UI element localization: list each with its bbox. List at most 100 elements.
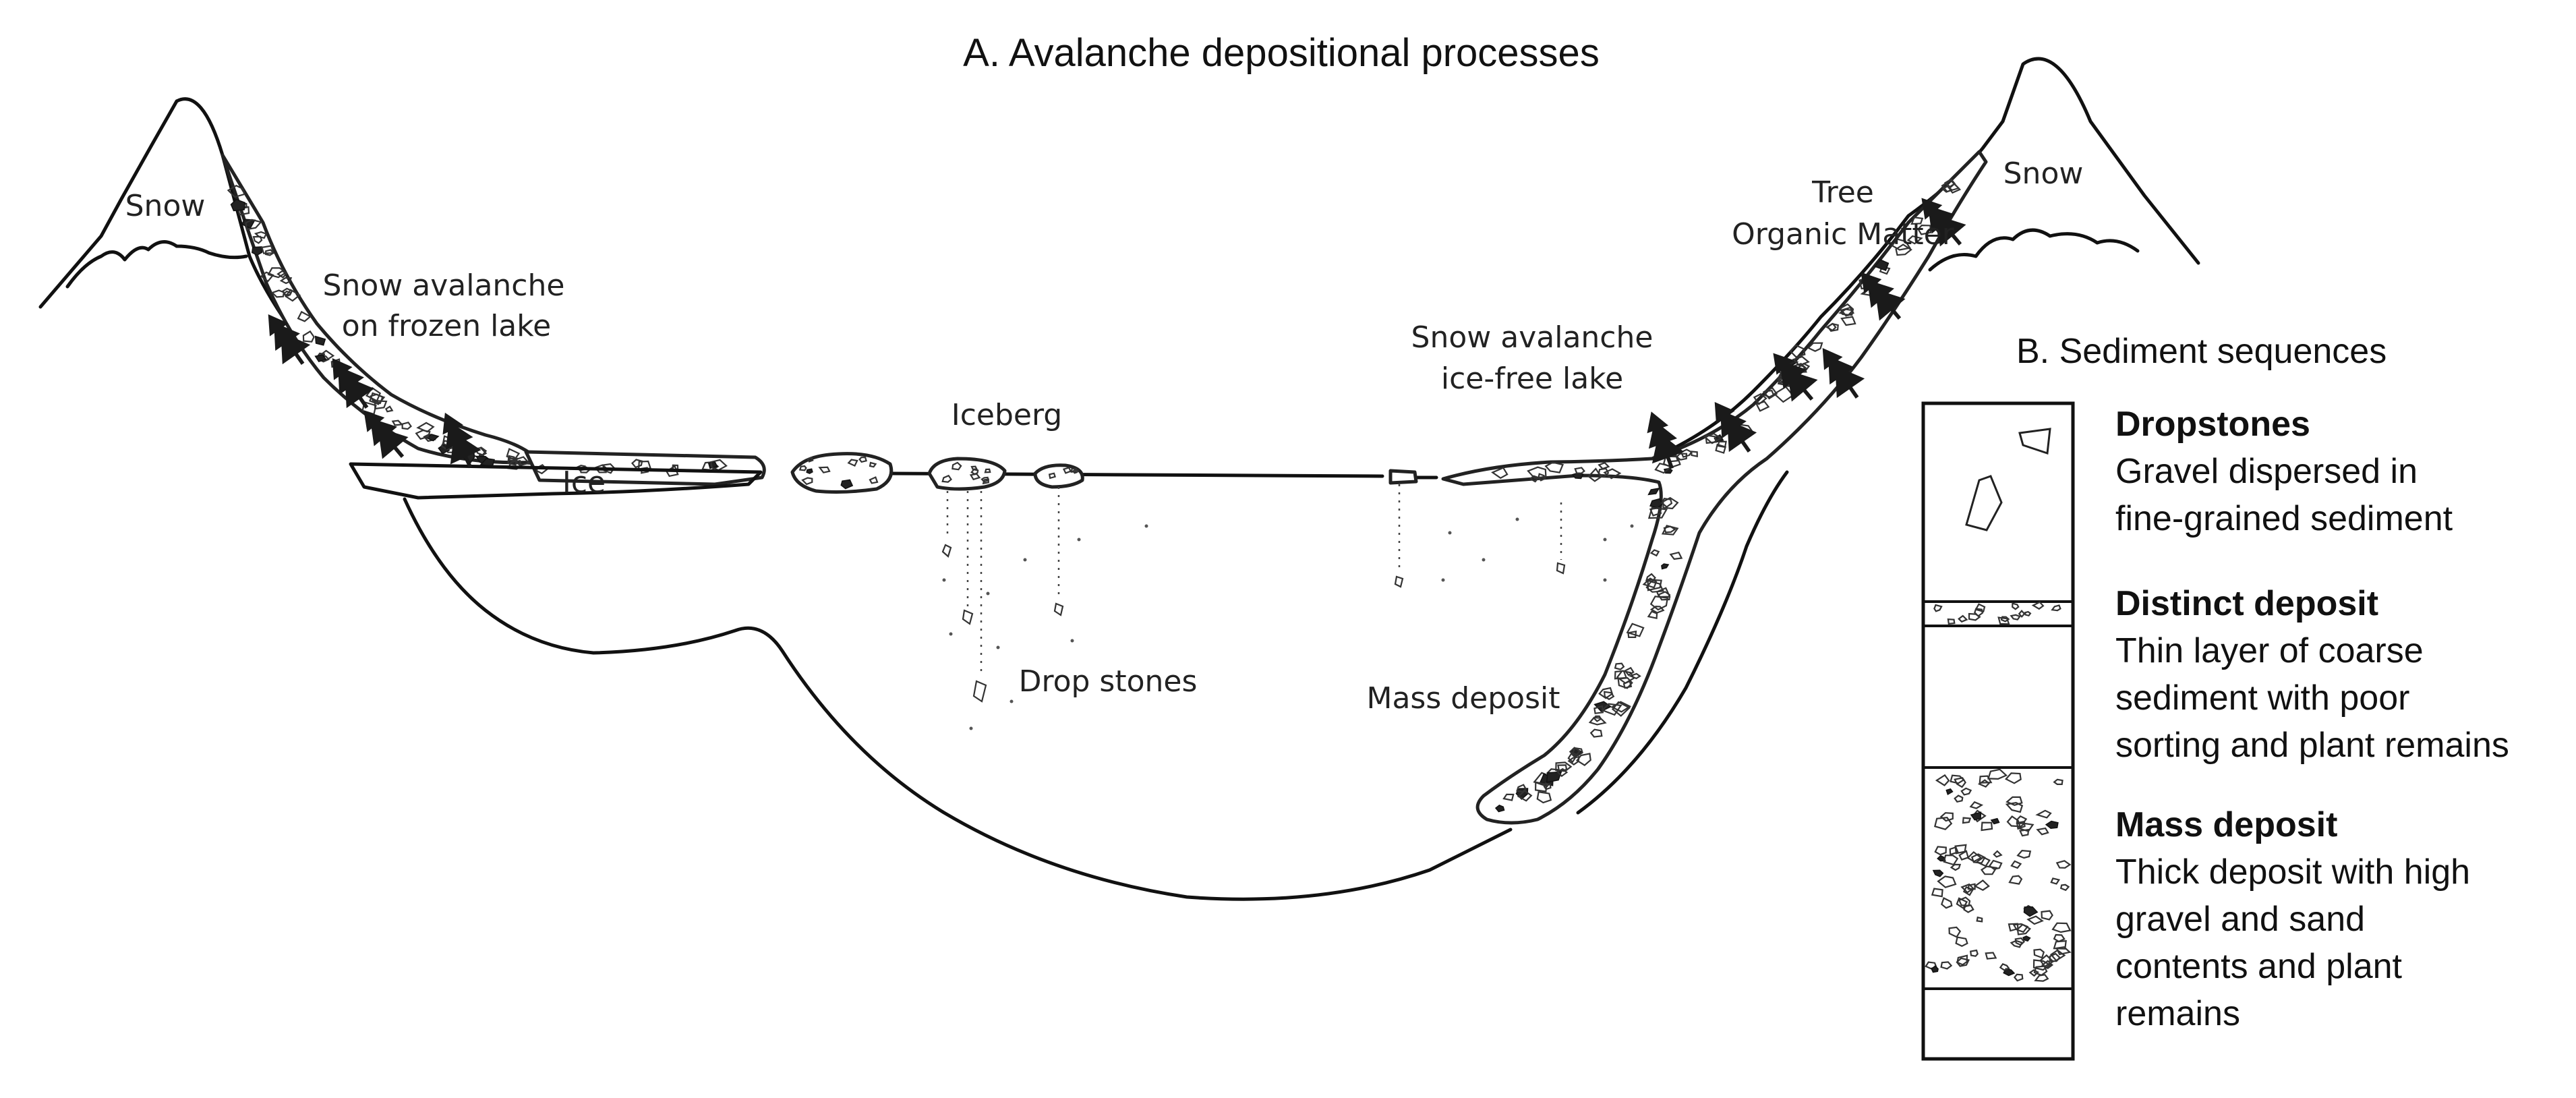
sediment-speck	[996, 645, 1000, 649]
clast	[2012, 602, 2020, 610]
tree-icons	[268, 198, 1966, 469]
clast	[1958, 896, 1971, 906]
clast	[1958, 850, 1969, 861]
clast	[1993, 850, 2003, 858]
clast	[415, 429, 431, 440]
clast	[285, 289, 301, 302]
tree-icon	[363, 410, 409, 459]
sediment-speck	[1448, 531, 1452, 535]
clast	[1649, 507, 1662, 517]
clast	[1593, 705, 1604, 714]
clast	[1517, 789, 1533, 802]
clast	[1931, 888, 1943, 898]
legend-heading-mass-deposit: Mass deposit	[2115, 805, 2337, 844]
clast	[1587, 467, 1602, 482]
clast	[1574, 467, 1585, 474]
clast	[1755, 401, 1770, 412]
sediment-speck	[1077, 538, 1081, 542]
sediment-speck	[1070, 639, 1074, 643]
clast	[1954, 777, 1966, 788]
label-drop-stones: Drop stones	[1019, 664, 1198, 699]
clast	[1827, 322, 1839, 333]
sediment-speck	[942, 578, 946, 582]
mass-deposit-slope	[1441, 150, 1988, 825]
clast	[2008, 923, 2019, 932]
clast	[2006, 796, 2023, 806]
clast	[1838, 308, 1854, 316]
clast	[1940, 961, 1953, 970]
sediment-speck	[1441, 578, 1445, 582]
clast	[1669, 551, 1683, 560]
label-avalanche-icefree-2: ice-free lake	[1441, 362, 1623, 396]
clast	[970, 468, 979, 475]
clast	[1661, 497, 1673, 508]
clast	[1933, 604, 1943, 612]
clast	[2051, 604, 2061, 612]
clast	[1622, 680, 1633, 689]
clast	[1647, 487, 1660, 496]
clast	[1963, 904, 1974, 913]
clast	[1072, 469, 1080, 474]
sediment-speck	[949, 632, 953, 636]
legend-heading-distinct-deposit: Distinct deposit	[2115, 584, 2378, 623]
clast	[2045, 820, 2059, 829]
clast	[2000, 616, 2010, 623]
clast	[1948, 926, 1962, 938]
clast	[416, 422, 435, 433]
clast	[251, 246, 263, 256]
clast	[1945, 788, 1954, 796]
clast	[969, 473, 981, 481]
clast	[1048, 472, 1056, 480]
clast	[1705, 434, 1718, 444]
clast	[1973, 879, 1990, 891]
clast	[2055, 946, 2072, 956]
clast	[1990, 817, 2000, 825]
tree-icon	[268, 314, 311, 366]
clast	[2010, 614, 2021, 620]
tree-icon	[1773, 353, 1818, 402]
clast	[2034, 974, 2049, 982]
clast	[858, 457, 867, 463]
clast	[1664, 467, 1673, 474]
clast	[1546, 771, 1562, 783]
legend-title: B. Sediment sequences	[2016, 332, 2387, 371]
clast	[2053, 940, 2067, 950]
clast	[369, 392, 386, 405]
clast	[2022, 935, 2031, 942]
clast	[1979, 775, 1993, 784]
clast	[2041, 910, 2053, 921]
clast	[1910, 216, 1924, 225]
tree-icon	[332, 358, 375, 409]
label-tree: Tree	[1811, 175, 1874, 210]
clast	[1575, 753, 1591, 766]
clast	[1649, 596, 1669, 611]
clast	[2023, 906, 2039, 917]
clast	[314, 354, 327, 362]
clast	[1969, 949, 1979, 957]
legend-line: sorting and plant remains	[2115, 726, 2509, 765]
clast	[1654, 462, 1673, 474]
clast	[506, 448, 521, 461]
clast	[2031, 601, 2045, 610]
legend-line: gravel and sand	[2115, 900, 2365, 939]
clast	[1544, 461, 1564, 473]
avalanche-debris-left	[221, 153, 766, 486]
clast	[2039, 954, 2055, 968]
clast	[1895, 243, 1912, 256]
sediment-speck	[969, 726, 973, 730]
legend-line: Thick deposit with high	[2115, 853, 2470, 892]
clast	[631, 459, 643, 469]
clast	[1589, 728, 1603, 738]
clast	[952, 461, 962, 471]
clast	[2051, 922, 2072, 933]
clast	[2024, 610, 2032, 617]
clast	[2026, 915, 2044, 925]
clast	[2004, 772, 2022, 784]
clast	[1773, 386, 1794, 403]
tree-icon	[1822, 348, 1865, 399]
clast	[2049, 952, 2061, 962]
clast	[1649, 549, 1660, 557]
clast	[2036, 827, 2049, 836]
clast	[980, 476, 989, 483]
clast	[1958, 614, 1968, 623]
